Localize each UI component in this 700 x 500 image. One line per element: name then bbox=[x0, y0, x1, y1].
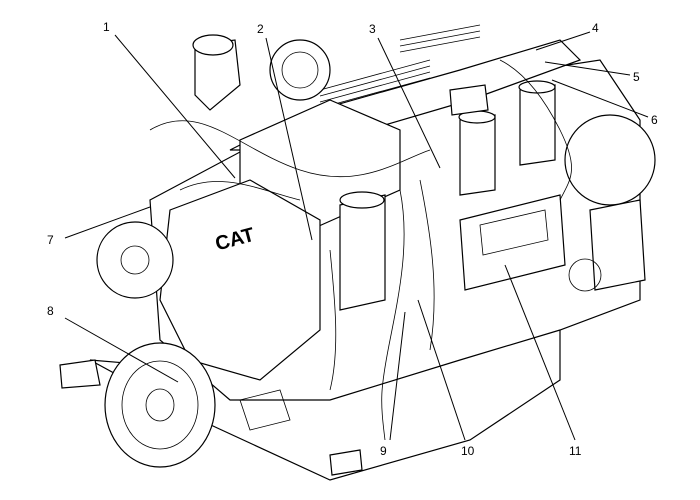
leader-line-8 bbox=[64, 317, 179, 383]
callout-1: 1 bbox=[103, 20, 110, 34]
leader-line-10 bbox=[417, 299, 466, 441]
leader-line-2 bbox=[265, 37, 313, 241]
leader-line-5 bbox=[544, 61, 631, 76]
callout-7: 7 bbox=[47, 233, 54, 247]
callout-6: 6 bbox=[651, 113, 658, 127]
leader-line-11 bbox=[504, 264, 576, 441]
callout-8: 8 bbox=[47, 304, 54, 318]
callout-10: 10 bbox=[461, 444, 475, 458]
callout-4: 4 bbox=[592, 21, 599, 35]
leader-line-9 bbox=[389, 311, 406, 441]
callout-11: 11 bbox=[569, 444, 582, 458]
leader-line-1 bbox=[114, 34, 236, 179]
callout-5: 5 bbox=[633, 70, 640, 84]
leader-line-6 bbox=[551, 79, 649, 118]
leader-line-7 bbox=[64, 206, 151, 239]
leader-line-3 bbox=[377, 37, 441, 169]
callout-9: 9 bbox=[380, 444, 387, 458]
engine-body: CAT bbox=[59, 24, 656, 481]
leader-line-4 bbox=[535, 31, 591, 51]
callout-2: 2 bbox=[257, 22, 264, 36]
leader-lines bbox=[64, 31, 649, 441]
callout-3: 3 bbox=[369, 22, 376, 36]
